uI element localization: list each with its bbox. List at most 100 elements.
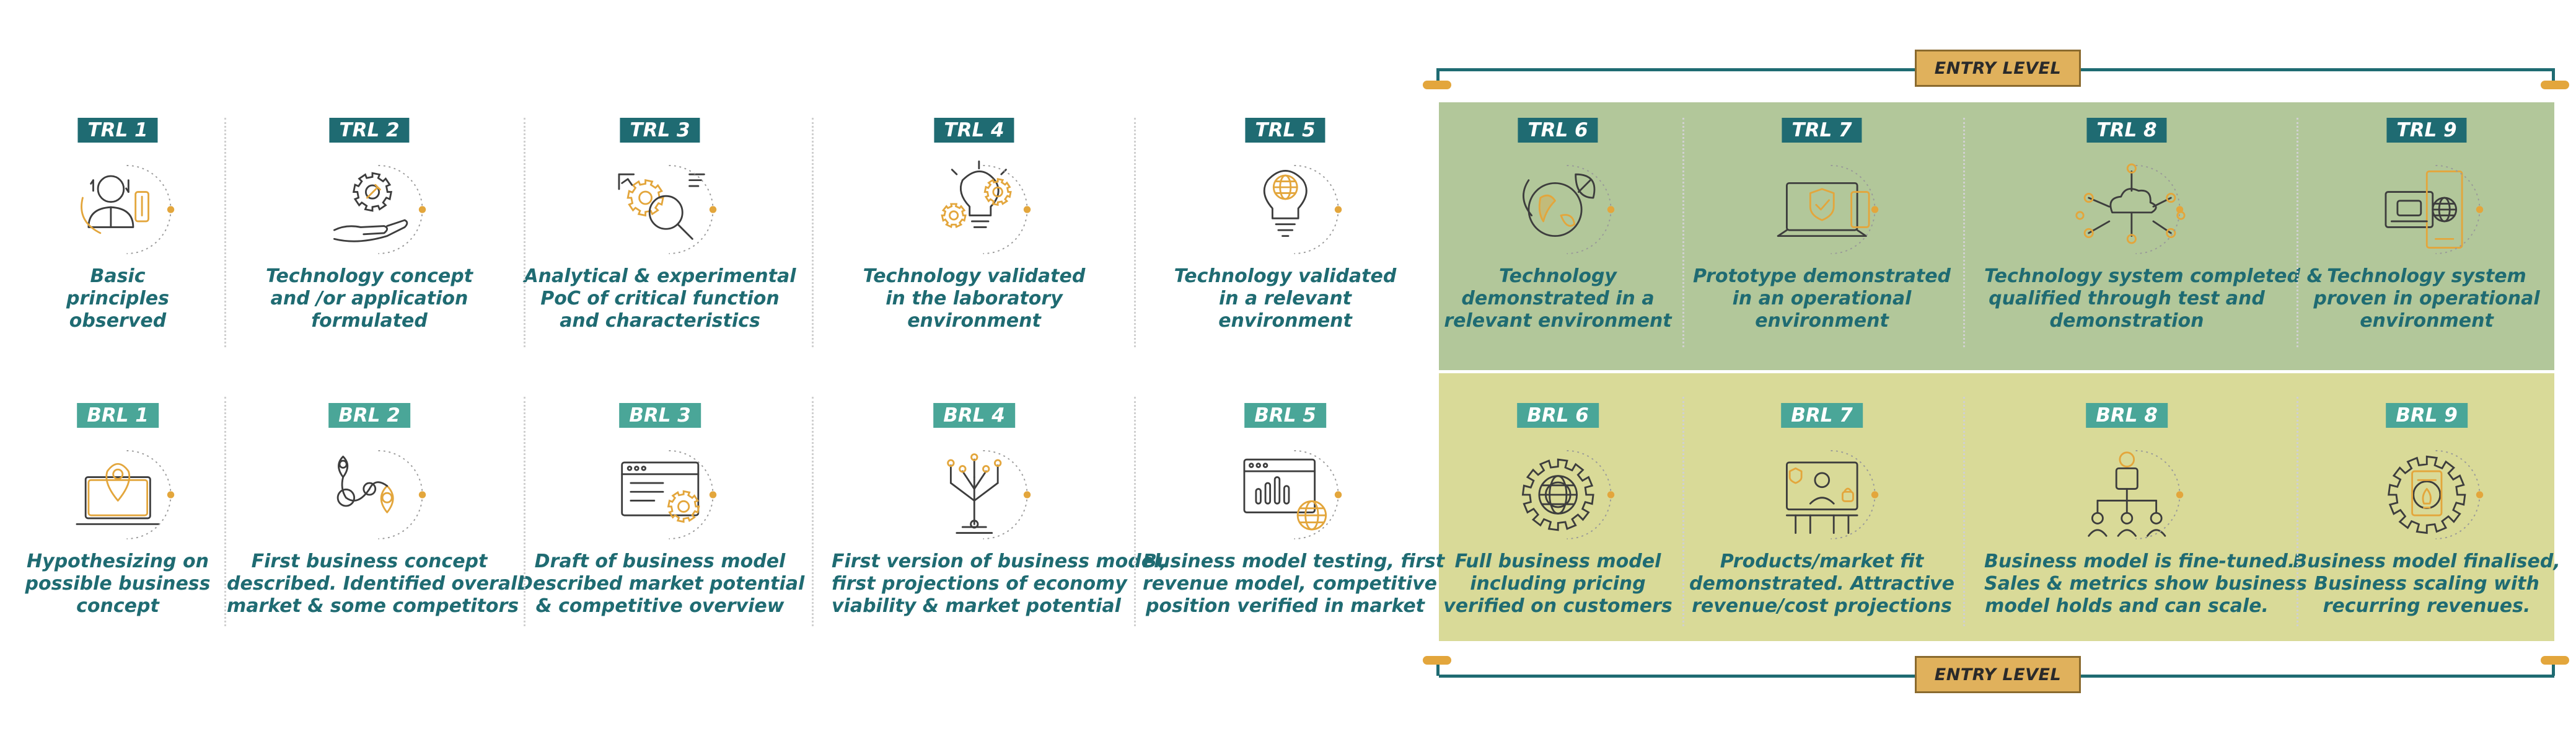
bottom-bracket-left-tick	[1436, 662, 1440, 676]
brl-description-line: First business concept	[251, 551, 488, 572]
brl-entry-panel	[1439, 373, 2554, 641]
brl-description-9: Business model finalised,Business scalin…	[2284, 551, 2569, 618]
brl-column-separator	[1682, 397, 1684, 626]
brl-column-separator	[1963, 397, 1965, 626]
browser-chart-globe-icon	[1233, 439, 1344, 551]
brl-description-line: recurring revenues.	[2323, 595, 2531, 617]
presentation-board-icon	[1769, 439, 1881, 551]
trl-badge-7: TRL 7	[1782, 118, 1862, 143]
trl-badge-2: TRL 2	[329, 118, 410, 143]
trl-description-line: environment	[1755, 310, 1889, 332]
earth-leaves-icon	[1505, 154, 1617, 265]
trl-description-line: and /or application	[270, 288, 468, 309]
trl-column-separator	[224, 118, 226, 347]
brl-description-line: position verified in market	[1145, 595, 1425, 617]
brl-description-line: Business model testing, first	[1143, 551, 1445, 572]
top-bracket-right-cap	[2541, 81, 2569, 89]
brl-description-line: viability & market potential	[832, 595, 1121, 617]
gear-document-bulb-icon	[2374, 439, 2486, 551]
trl-description-line: environment	[1218, 310, 1352, 332]
laptop-pin-icon	[65, 439, 177, 551]
brl-badge-2: BRL 2	[328, 403, 410, 428]
brl-column-separator	[524, 397, 525, 626]
entry-level-top-label: ENTRY LEVEL	[1915, 50, 2081, 87]
brl-description-line: possible business	[25, 573, 211, 595]
brl-description-line: Products/market fit	[1720, 551, 1924, 572]
trl-description-line: Technology validated	[1174, 265, 1397, 287]
brl-column-separator	[224, 397, 226, 626]
trl-badge-8: TRL 8	[2086, 118, 2167, 143]
entry-level-bottom-label: ENTRY LEVEL	[1915, 656, 2081, 693]
brl-badge-9: BRL 9	[2386, 403, 2468, 428]
trl-badge-6: TRL 6	[1518, 118, 1598, 143]
mobile-globe-icon	[2374, 154, 2486, 265]
brl-badge-4: BRL 4	[933, 403, 1015, 428]
brl-description-line: demonstrated. Attractive	[1689, 573, 1954, 595]
top-bracket-right-tick	[2552, 68, 2555, 82]
bulb-gear-icon	[921, 154, 1033, 265]
trl-description-line: Technology system completed &	[1984, 265, 2323, 287]
bottom-bracket-right-cap	[2541, 656, 2569, 665]
gear-globe-icon	[1505, 439, 1617, 551]
brl-description-line: Described market potential	[517, 573, 805, 595]
bottom-bracket-right-tick	[2552, 662, 2555, 676]
brl-description-line: First version of business model,	[832, 551, 1167, 572]
trl-description-line: Basic	[90, 265, 146, 287]
brl-description-line: model holds and can scale.	[1985, 595, 2269, 617]
brl-badge-7: BRL 7	[1781, 403, 1863, 428]
trl-column-separator	[1963, 118, 1965, 347]
trl-badge-5: TRL 5	[1245, 118, 1325, 143]
trl-description-line: demonstrated in a	[1461, 288, 1655, 309]
brl-description-line: including pricing	[1470, 573, 1646, 595]
brl-description-4: First version of business model,first pr…	[832, 551, 1167, 618]
brl-badge-6: BRL 6	[1517, 403, 1599, 428]
magnifier-gear-icon	[607, 154, 719, 265]
trl-description-line: Technology	[1499, 265, 1617, 287]
trl-column-separator	[1134, 118, 1136, 347]
brl-description-8: Business model is fine-tuned.Sales & met…	[1984, 551, 2307, 618]
brl-column-separator	[2297, 397, 2298, 626]
brl-description-line: Business scaling with	[2314, 573, 2539, 595]
trl-description-line: Technology validated	[863, 265, 1086, 287]
trl-description-line: proven in operational	[2313, 288, 2540, 309]
brl-description-line: Business model finalised,	[2293, 551, 2561, 572]
cloud-network-icon	[2074, 154, 2186, 265]
brl-badge-3: BRL 3	[619, 403, 701, 428]
brl-description-line: Sales & metrics show business	[1984, 573, 2307, 595]
trl-description-line: in the laboratory	[886, 288, 1063, 309]
route-pins-icon	[317, 439, 428, 551]
brl-description-line: described. Identified overall	[227, 573, 524, 595]
trl-description-line: Analytical & experimental	[524, 265, 796, 287]
globe-bulb-icon	[1233, 154, 1344, 265]
brl-description-line: Full business model	[1454, 551, 1661, 572]
brl-description-line: & competitive overview	[535, 595, 785, 617]
brl-description-line: revenue model, competitive	[1143, 573, 1437, 595]
trl-description-line: Technology system	[2327, 265, 2526, 287]
trl-entry-panel	[1439, 102, 2554, 370]
trl-description-line: Technology concept	[265, 265, 473, 287]
trl-column-separator	[2297, 118, 2298, 347]
laptop-shield-icon	[1769, 154, 1881, 265]
brl-description-line: market & some competitors	[227, 595, 519, 617]
bottom-bracket-left-cap	[1423, 656, 1451, 665]
trl-description-line: observed	[69, 310, 167, 332]
trl-description-line: formulated	[311, 310, 428, 332]
brl-description-line: concept	[76, 595, 159, 617]
trl-description-line: in an operational	[1732, 288, 1912, 309]
trl-description-line: Prototype demonstrated	[1692, 265, 1951, 287]
trl-description-line: qualified through test and	[1989, 288, 2265, 309]
hand-gear-wrench-icon	[317, 154, 428, 265]
org-chart-icon	[2074, 439, 2186, 551]
trl-description-8: Technology system completed &qualified t…	[1984, 265, 2323, 332]
